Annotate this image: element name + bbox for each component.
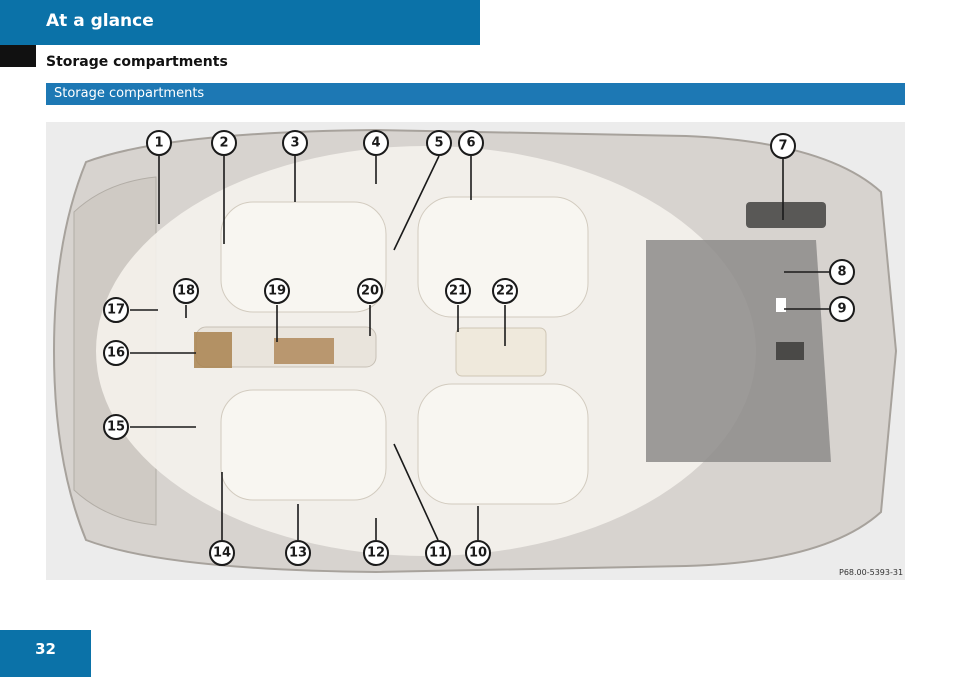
front-right-seat — [220, 389, 387, 501]
trunk-net — [776, 298, 786, 312]
rear-right-seat — [417, 383, 589, 505]
callout-16: 16 — [103, 340, 129, 366]
vehicle-storage-illustration: 1 2 3 4 5 6 7 8 9 10 11 12 13 14 15 16 1… — [46, 122, 905, 580]
callout-15: 15 — [103, 414, 129, 440]
callout-14-label: 14 — [213, 546, 231, 561]
callout-11: 11 — [425, 540, 451, 566]
callout-20-label: 20 — [361, 284, 379, 299]
callout-10-label: 10 — [469, 546, 487, 561]
callout-19: 19 — [264, 278, 290, 304]
callout-20: 20 — [357, 278, 383, 304]
trunk-handle — [776, 342, 804, 360]
chapter-tab-marker — [0, 45, 36, 67]
figure-code: P68.00-5393-31 — [839, 568, 903, 577]
subsection-banner-label: Storage compartments — [54, 86, 205, 101]
callout-14: 14 — [209, 540, 235, 566]
callout-12-label: 12 — [367, 546, 385, 561]
callout-8: 8 — [829, 259, 855, 285]
callout-6: 6 — [458, 130, 484, 156]
callout-3-label: 3 — [290, 136, 299, 151]
section-heading: Storage compartments — [46, 54, 228, 70]
callout-7-label: 7 — [778, 139, 787, 154]
callout-5: 5 — [426, 130, 452, 156]
callout-11-label: 11 — [429, 546, 447, 561]
trunk-area — [646, 240, 831, 462]
vehicle-top-view-diagram: 1 2 3 4 5 6 7 8 9 10 11 12 13 14 15 16 1… — [46, 122, 905, 580]
callout-22: 22 — [492, 278, 518, 304]
callout-1: 1 — [146, 130, 172, 156]
trunk-panel — [746, 202, 826, 228]
wood-trim-rear — [274, 338, 334, 364]
callout-3: 3 — [282, 130, 308, 156]
callout-21: 21 — [445, 278, 471, 304]
callout-22-label: 22 — [496, 284, 514, 299]
front-left-seat — [220, 201, 387, 313]
wood-trim-front — [194, 332, 232, 368]
callout-7: 7 — [770, 133, 796, 159]
callout-16-label: 16 — [107, 346, 125, 361]
page-number: 32 — [35, 640, 56, 658]
chapter-title: At a glance — [46, 11, 154, 31]
rear-armrest — [455, 327, 547, 377]
callout-21-label: 21 — [449, 284, 467, 299]
callout-17-label: 17 — [107, 303, 125, 318]
callout-18: 18 — [173, 278, 199, 304]
leader-lines — [130, 155, 829, 541]
callout-9: 9 — [829, 296, 855, 322]
callout-4-label: 4 — [371, 136, 380, 151]
callout-6-label: 6 — [466, 136, 475, 151]
callout-12: 12 — [363, 540, 389, 566]
callout-8-label: 8 — [837, 265, 846, 280]
callout-13: 13 — [285, 540, 311, 566]
callout-2: 2 — [211, 130, 237, 156]
callout-2-label: 2 — [219, 136, 228, 151]
header-bar: At a glance — [0, 0, 480, 45]
page-number-box: 32 — [0, 630, 91, 677]
callout-4: 4 — [363, 130, 389, 156]
callout-18-label: 18 — [177, 284, 195, 299]
callout-9-label: 9 — [837, 302, 846, 317]
callout-19-label: 19 — [268, 284, 286, 299]
subsection-banner: Storage compartments — [46, 83, 905, 105]
callout-5-label: 5 — [434, 136, 443, 151]
callout-10: 10 — [465, 540, 491, 566]
callout-17: 17 — [103, 297, 129, 323]
callout-13-label: 13 — [289, 546, 307, 561]
callout-15-label: 15 — [107, 420, 125, 435]
callout-1-label: 1 — [154, 136, 163, 151]
